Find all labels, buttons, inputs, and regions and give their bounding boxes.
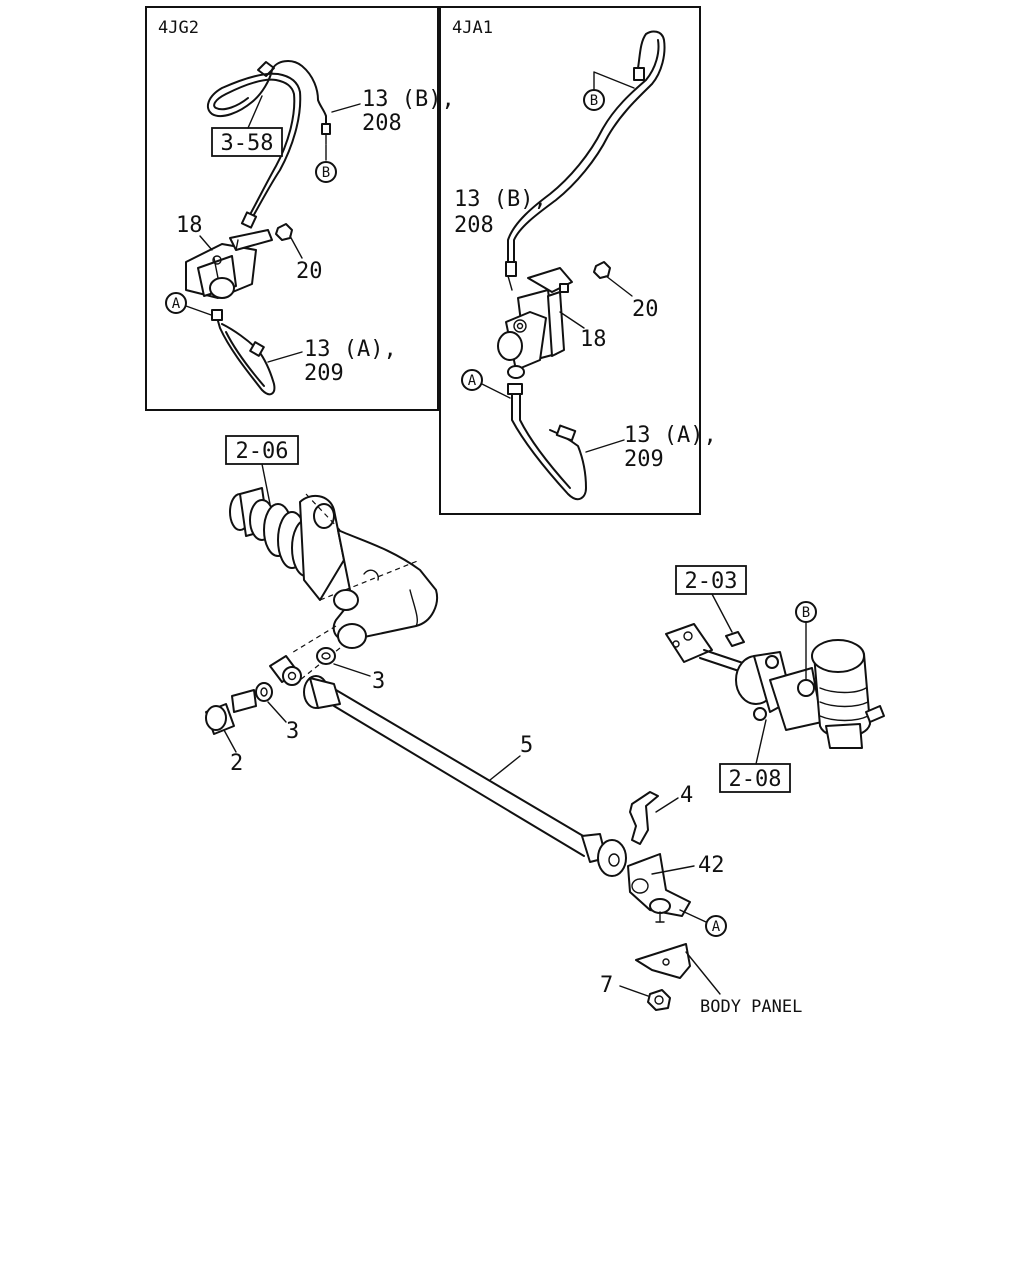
callout-208-4ja1: 208 (454, 213, 494, 238)
marker-a-main-label: A (712, 919, 721, 935)
washer-3-upper (316, 647, 336, 665)
nut-20-4jg2 (275, 223, 293, 241)
washer-3-lower (255, 682, 273, 702)
callout-13a-4ja1: 13 (A), (624, 423, 717, 448)
marker-b-4jg2 (315, 161, 337, 183)
ref-2-08: 2-08 (729, 767, 782, 792)
slave-cylinder-18-4jg2 (185, 229, 273, 299)
inset-4ja1: 4JA1 B 13 (B), 208 18 20 (439, 6, 717, 515)
marker-a-4jg2 (165, 292, 187, 314)
marker-a-main (705, 915, 727, 937)
callout-209-4jg2: 209 (304, 361, 344, 386)
pipe-13b-4ja1 (513, 30, 666, 263)
pipe-13a-4jg2 (215, 313, 276, 396)
clutch-hose-5 (303, 675, 627, 877)
inset-4jg2-engine-label: 4JG2 (158, 18, 199, 38)
callout-4: 4 (680, 783, 693, 808)
marker-a-4ja1-label: A (468, 373, 477, 389)
bracket-42 (627, 853, 691, 923)
marker-b-4ja1-label: B (590, 93, 598, 109)
marker-a-4ja1 (461, 369, 483, 391)
ref-box-3-58 (211, 127, 283, 157)
inset-4jg2-frame (145, 6, 439, 411)
marker-b-4jg2-label: B (322, 165, 330, 181)
clip-4 (629, 791, 659, 845)
callout-20-4ja1: 20 (632, 297, 659, 322)
nut-20-4ja1 (593, 261, 611, 279)
inset-4jg2: 4JG2 13 (B), 208 B 3-58 18 (145, 6, 455, 411)
slave-cylinder-18-4ja1 (497, 267, 573, 379)
bolt-2 (205, 689, 257, 735)
pipe-13a-4ja1 (511, 391, 587, 501)
callout-13b-4ja1: 13 (B), (454, 187, 547, 212)
ref-box-2-03 (675, 565, 747, 595)
body-panel-label: BODY PANEL (700, 997, 802, 1017)
callout-18-4ja1: 18 (580, 327, 607, 352)
callout-209-4ja1: 209 (624, 447, 664, 472)
callout-208-4jg2: 208 (362, 111, 402, 136)
clutch-release-assembly (229, 487, 438, 649)
inset-4ja1-engine-label: 4JA1 (452, 18, 493, 38)
ref-2-03: 2-03 (685, 569, 738, 594)
ref-box-2-08 (719, 763, 791, 793)
callout-13a-4jg2: 13 (A), (304, 337, 397, 362)
ref-box-2-06 (225, 435, 299, 465)
callout-42: 42 (698, 853, 725, 878)
nut-7 (647, 989, 671, 1011)
pipe-13b-4jg2 (206, 60, 327, 223)
callout-5: 5 (520, 733, 533, 758)
callout-2: 2 (230, 751, 243, 776)
master-cylinder (665, 623, 885, 749)
fitting-b-4jg2 (321, 123, 331, 135)
ref-2-06: 2-06 (236, 439, 289, 464)
callout-7: 7 (600, 973, 613, 998)
callout-18-4jg2: 18 (176, 213, 203, 238)
callout-3-upper: 3 (372, 669, 385, 694)
marker-a-4jg2-label: A (172, 296, 181, 312)
ref-3-58: 3-58 (221, 131, 274, 156)
callout-20-4jg2: 20 (296, 259, 323, 284)
marker-b-main-label: B (802, 605, 810, 621)
callout-3-lower: 3 (286, 719, 299, 744)
inset-4ja1-frame (439, 6, 701, 515)
